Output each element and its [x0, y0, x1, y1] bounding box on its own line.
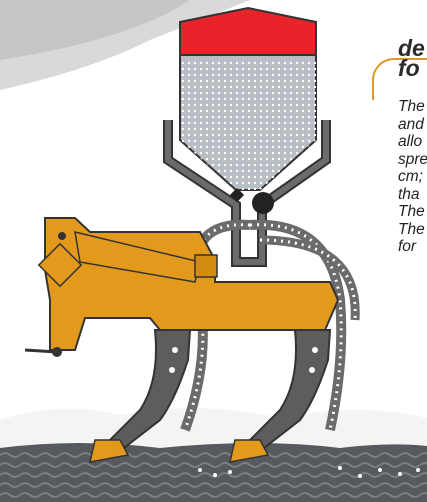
description-line: and	[398, 116, 427, 134]
heading: de fo	[398, 38, 425, 78]
heading-line: fo	[398, 58, 425, 78]
description-line: spre	[398, 151, 427, 169]
soil-illustration	[0, 408, 427, 502]
description-line: allo	[398, 133, 427, 151]
description: The and allo spre cm; tha The The for	[398, 98, 427, 256]
description-line: cm;	[398, 168, 427, 186]
description-line: The	[398, 221, 427, 239]
description-line: The	[398, 203, 427, 221]
description-line: The	[398, 98, 427, 116]
description-line: tha	[398, 186, 427, 204]
description-line: for	[398, 238, 427, 256]
